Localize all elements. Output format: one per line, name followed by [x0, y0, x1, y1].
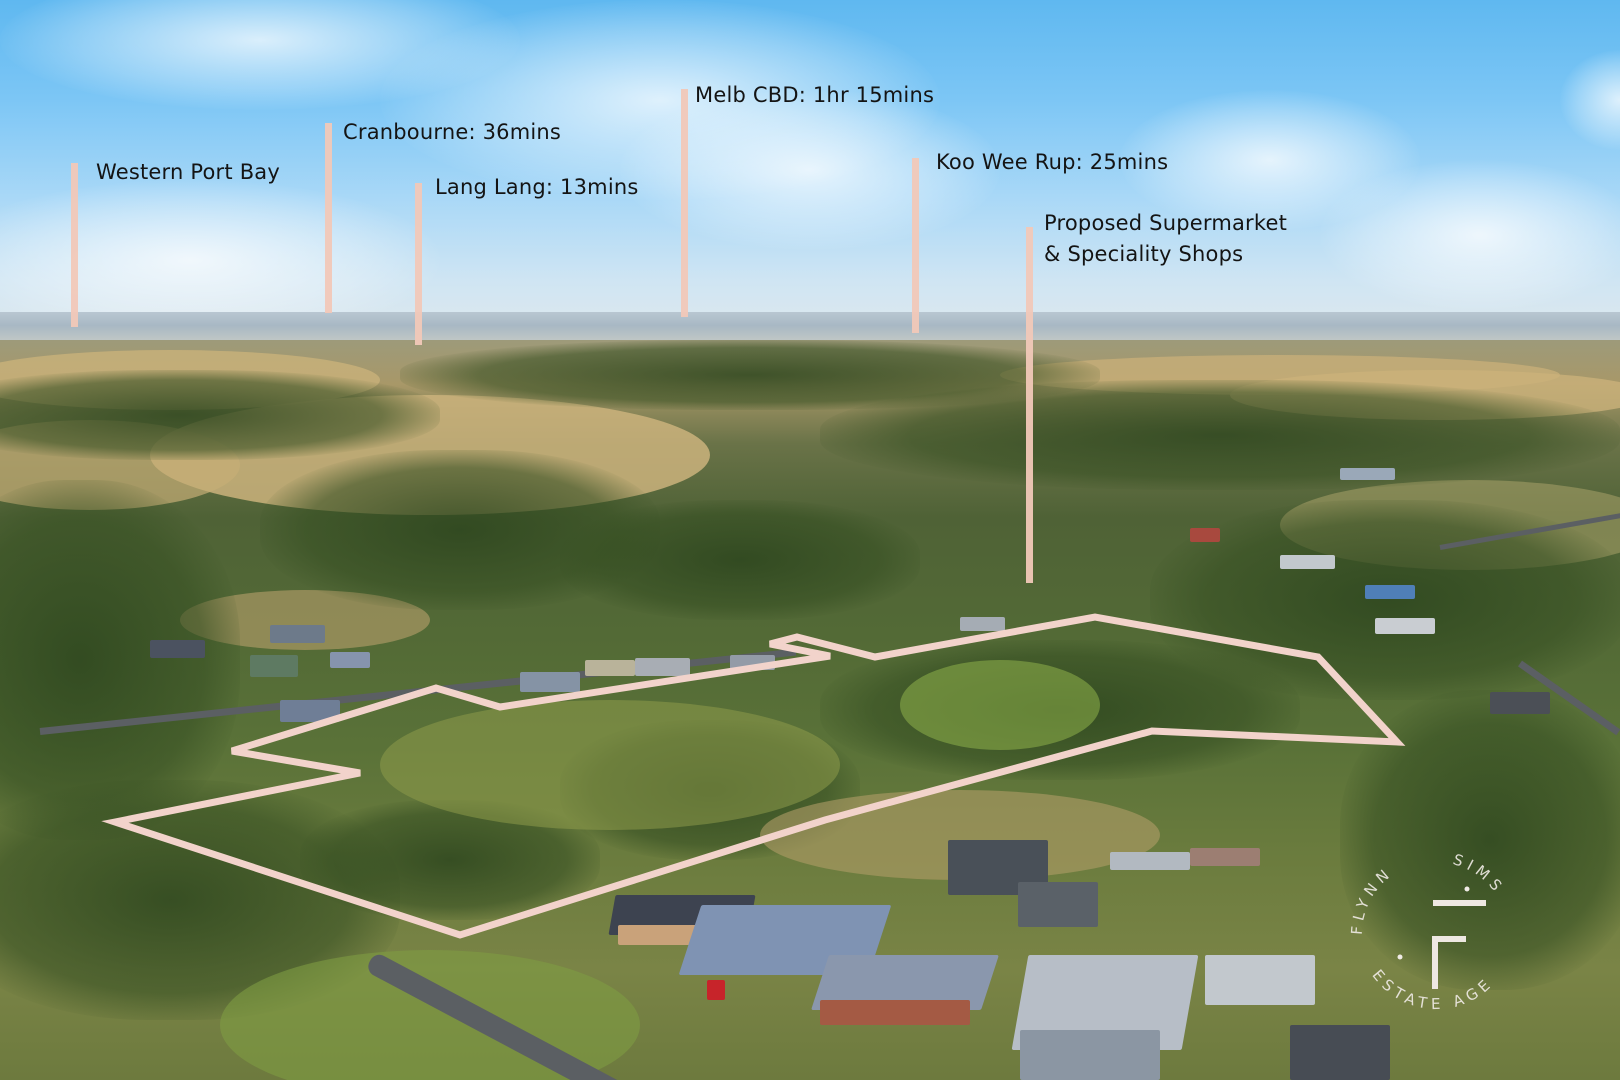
house-roof — [1365, 585, 1415, 599]
marker-line-melb-cbd — [681, 89, 688, 317]
trees — [560, 500, 920, 620]
watermark-text-sims: SIMS — [1451, 850, 1509, 898]
house-roof — [1490, 692, 1550, 714]
house-roof — [1340, 468, 1395, 480]
house-roof — [960, 617, 1005, 631]
watermark-dot — [1397, 954, 1403, 960]
house-roof — [1190, 528, 1220, 542]
label-lang-lang: Lang Lang: 13mins — [435, 175, 639, 199]
flynn-sims-logo-watermark: FLYNN SIMS ESTATE AGENTS — [1332, 840, 1509, 1013]
label-proposed-supermarket-line2: & Speciality Shops — [1044, 242, 1244, 266]
house-roof — [635, 658, 690, 676]
label-melb-cbd: Melb CBD: 1hr 15mins — [695, 83, 935, 107]
marker-line-cranbourne — [325, 123, 332, 313]
logo-bar-horizontal — [1432, 936, 1466, 942]
house-roof — [280, 700, 340, 722]
property-grass — [900, 660, 1100, 750]
trees — [0, 370, 440, 460]
watermark-text-flynn: FLYNN — [1348, 863, 1397, 935]
house-roof — [1205, 955, 1315, 1005]
trees — [820, 380, 1620, 490]
house-roof — [1110, 852, 1190, 870]
house-roof — [150, 640, 205, 658]
logo-bar-vertical — [1432, 936, 1438, 989]
cloud — [1320, 160, 1620, 310]
house-roof — [520, 672, 580, 692]
label-proposed-supermarket-line1: Proposed Supermarket — [1044, 211, 1288, 235]
label-western-port-bay: Western Port Bay — [96, 160, 281, 184]
logo-bar-top — [1433, 900, 1486, 906]
house-roof — [250, 655, 298, 677]
house-roof — [1190, 848, 1260, 866]
house-roof — [1280, 555, 1335, 569]
house-wall — [820, 1000, 970, 1025]
house-wall — [1020, 1030, 1160, 1080]
label-koo-wee-rup: Koo Wee Rup: 25mins — [936, 150, 1169, 174]
house-roof — [330, 652, 370, 668]
house-roof — [585, 660, 635, 676]
house-roof — [1375, 618, 1435, 634]
watermark-dot — [1464, 886, 1470, 892]
marker-line-proposed-supermarket — [1026, 227, 1033, 583]
property-grass — [380, 700, 840, 830]
label-cranbourne: Cranbourne: 36mins — [343, 120, 562, 144]
marker-line-lang-lang — [415, 183, 422, 345]
house-roof — [1290, 1025, 1390, 1080]
shed — [1018, 882, 1098, 927]
house-roof — [270, 625, 325, 643]
property-boundary-outline — [101, 613, 1406, 939]
marker-line-western-port-bay — [71, 163, 78, 327]
marker-line-koo-wee-rup — [912, 158, 919, 333]
car — [707, 980, 725, 1000]
